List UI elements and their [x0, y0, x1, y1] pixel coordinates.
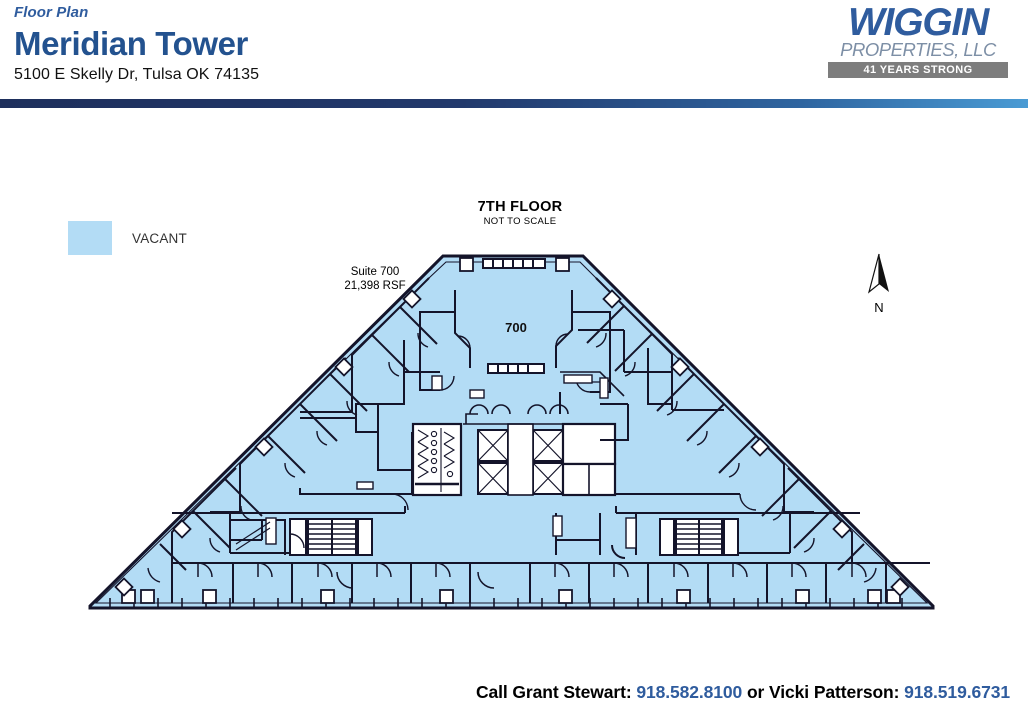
bottom-row-door-swings: [197, 562, 867, 589]
plan-geometry: 700: [88, 254, 935, 610]
lower-left-service-rooms: [230, 517, 286, 555]
suite-name-label: Suite 700: [350, 266, 400, 278]
building-core: [411, 404, 617, 497]
logo-tagline-bar: 41 YEARS STRONG: [828, 62, 1008, 78]
contact-footer: Call Grant Stewart: 918.582.8100 or Vick…: [0, 682, 1010, 703]
elevator-lobby: [507, 423, 534, 496]
logo-subtitle-text: PROPERTIES, LLC: [840, 39, 996, 60]
legend-label-vacant: VACANT: [132, 230, 187, 246]
phone-vicki-patterson[interactable]: 918.519.6731: [904, 682, 1010, 702]
footer-prefix: Call Grant Stewart:: [475, 682, 637, 702]
legend: VACANT: [68, 221, 187, 255]
north-arrow-icon: [867, 253, 889, 294]
suite-area-label: 21,398 RSF: [344, 280, 406, 292]
page-title: Meridian Tower: [14, 25, 248, 62]
lower-right-service-rooms: [552, 513, 637, 559]
window-piers-right-diagonal: [602, 289, 910, 597]
eyebrow-label: Floor Plan: [14, 4, 89, 21]
footer-middle: or Vicki Patterson:: [742, 682, 905, 702]
furniture-detail: [356, 374, 609, 490]
phone-grant-stewart[interactable]: 918.582.8100: [636, 682, 743, 702]
stair-right: [659, 518, 739, 556]
apex-walls: [419, 258, 625, 393]
floor-label: 7TH FLOOR: [477, 199, 563, 215]
suite-caption: Suite 700 21,398 RSF: [330, 265, 420, 293]
bottom-office-row: [171, 562, 930, 603]
window-piers-top: [459, 257, 570, 272]
north-arrow: N: [858, 252, 900, 314]
floor-caption: 7TH FLOOR NOT TO SCALE: [420, 199, 620, 228]
scale-note-label: NOT TO SCALE: [483, 216, 557, 227]
page-header: Floor Plan Meridian Tower 5100 E Skelly …: [0, 0, 1028, 112]
company-logo: WIGGIN PROPERTIES, LLC 41 YEARS STRONG: [828, 1, 1008, 78]
right-wing-door-swings: [595, 332, 877, 583]
north-label: N: [874, 300, 884, 315]
restroom-fixtures: [415, 428, 459, 492]
header-text-block: Floor Plan Meridian Tower 5100 E Skelly …: [14, 4, 259, 85]
core-room: [561, 422, 617, 466]
window-piers-left-diagonal: [114, 289, 422, 597]
suite-number-label: 700: [505, 320, 527, 335]
legend-swatch-vacant: [68, 221, 112, 255]
property-address: 5100 E Skelly Dr, Tulsa OK 74135: [14, 66, 260, 83]
apex-door-swings: [439, 333, 591, 393]
left-wing-offices: [159, 277, 438, 571]
lower-corridor-door-swings: [289, 493, 757, 549]
header-divider: [0, 99, 1028, 108]
logo-brand-text: WIGGIN: [847, 1, 989, 44]
stair-left: [289, 518, 373, 556]
